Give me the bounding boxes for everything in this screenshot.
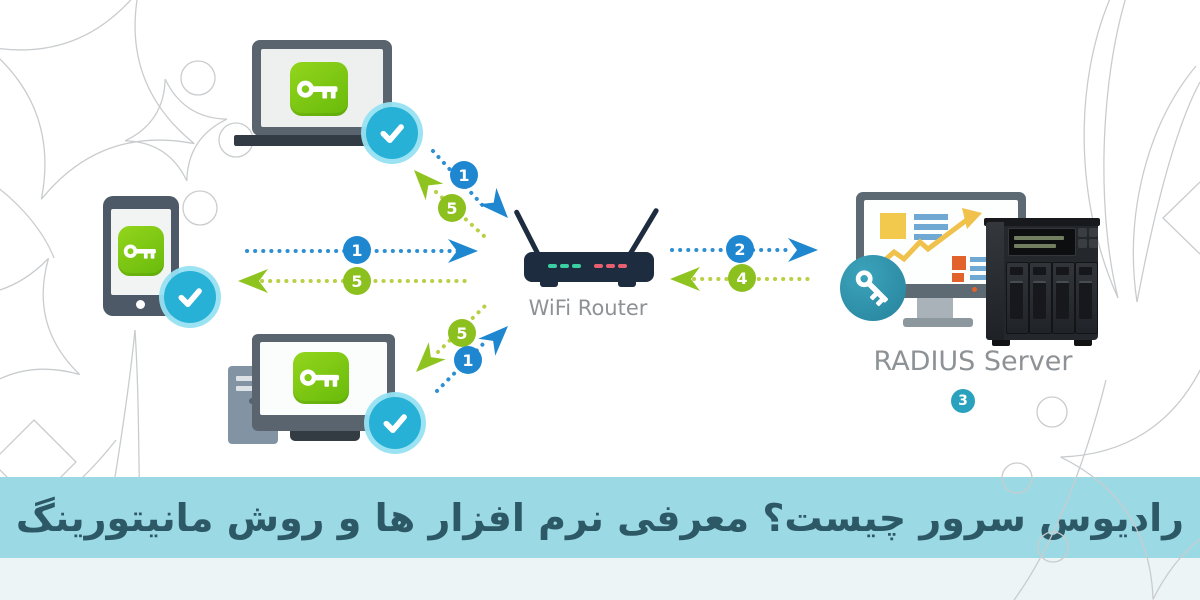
router-foot (540, 282, 558, 287)
step-badge-phone-reply: 5 (343, 267, 371, 295)
arrowhead-blue (448, 239, 478, 263)
router-led (572, 264, 581, 268)
analytics-chart-icon (874, 208, 996, 282)
nas-server-icon (984, 218, 1100, 346)
step-badge-router-to-server: 2 (726, 235, 754, 263)
router-foot (618, 282, 636, 287)
router-led (606, 264, 615, 268)
nas-top (984, 218, 1100, 226)
step-badge-laptop-request: 1 (450, 161, 478, 189)
laptop-device (230, 36, 430, 159)
decor-curve (0, 188, 55, 259)
floral-outline-small (124, 78, 228, 182)
check-icon (178, 288, 203, 308)
monitor-stand (290, 431, 360, 441)
arrowhead-blue (478, 326, 508, 356)
nas-button (1078, 239, 1087, 248)
arrowhead-blue (478, 187, 508, 218)
step-badge-desktop-request: 1 (454, 346, 482, 374)
crescent-outline (1132, 65, 1200, 303)
step-badge-server-to-router: 4 (728, 264, 756, 292)
key-icon (855, 270, 888, 307)
router-body (524, 252, 654, 282)
router-led (548, 264, 557, 268)
nas-lcd-text-line (1014, 244, 1056, 248)
decor-circle (180, 60, 216, 96)
router-led (594, 264, 603, 268)
monitor-power-dot (972, 287, 977, 292)
step-badge-server: 3 (951, 389, 975, 413)
nas-drive-bay (1006, 262, 1029, 334)
nas-drive-bay (1052, 262, 1075, 334)
key-tile (118, 226, 164, 276)
nas-drive-bay (1029, 262, 1052, 334)
step-badge-desktop-reply: 5 (448, 319, 476, 347)
key-icon (123, 244, 156, 259)
nas-drive-bay (1075, 262, 1098, 334)
step-badge-phone-request: 1 (343, 236, 371, 264)
chevron-outline (1162, 181, 1200, 255)
radius-server-group: RADIUS Server 3 (838, 190, 1118, 420)
arrowhead-green (414, 170, 444, 201)
router-led (560, 264, 569, 268)
check-badge (366, 107, 418, 159)
server-monitor-base (903, 318, 973, 327)
step-badge-laptop-reply: 5 (438, 194, 466, 222)
banner-title: رادیوس سرور چیست؟ معرفی نرم افزار ها و ر… (15, 495, 1185, 540)
router-led (618, 264, 627, 268)
nas-lcd (1008, 228, 1076, 256)
auth-key-circle (840, 255, 906, 321)
check-badge (369, 397, 421, 449)
nas-foot (1074, 340, 1092, 346)
title-banner: رادیوس سرور چیست؟ معرفی نرم افزار ها و ر… (0, 477, 1200, 558)
laptop-base (234, 135, 410, 146)
desktop-device (226, 334, 436, 449)
check-icon (380, 124, 405, 144)
key-icon (300, 369, 340, 388)
check-icon (383, 414, 408, 434)
arrowhead-blue (788, 238, 818, 262)
key-tile (290, 62, 348, 116)
server-monitor-stand (917, 298, 953, 318)
nas-foot (992, 340, 1010, 346)
key-icon (297, 80, 338, 99)
nas-button (1078, 228, 1087, 237)
wifi-router-device: WiFi Router (513, 198, 680, 328)
router-label: WiFi Router (528, 296, 648, 320)
check-badge (164, 271, 216, 323)
phone-device (103, 196, 243, 331)
phone-home-button (136, 300, 145, 309)
nas-button (1089, 239, 1098, 248)
footer-strip (0, 558, 1200, 600)
nas-lcd-text-line (1014, 236, 1064, 240)
key-tile (293, 352, 349, 404)
nas-button (1089, 228, 1098, 237)
server-label: RADIUS Server (873, 346, 1073, 377)
nas-front-strip (986, 222, 1004, 340)
